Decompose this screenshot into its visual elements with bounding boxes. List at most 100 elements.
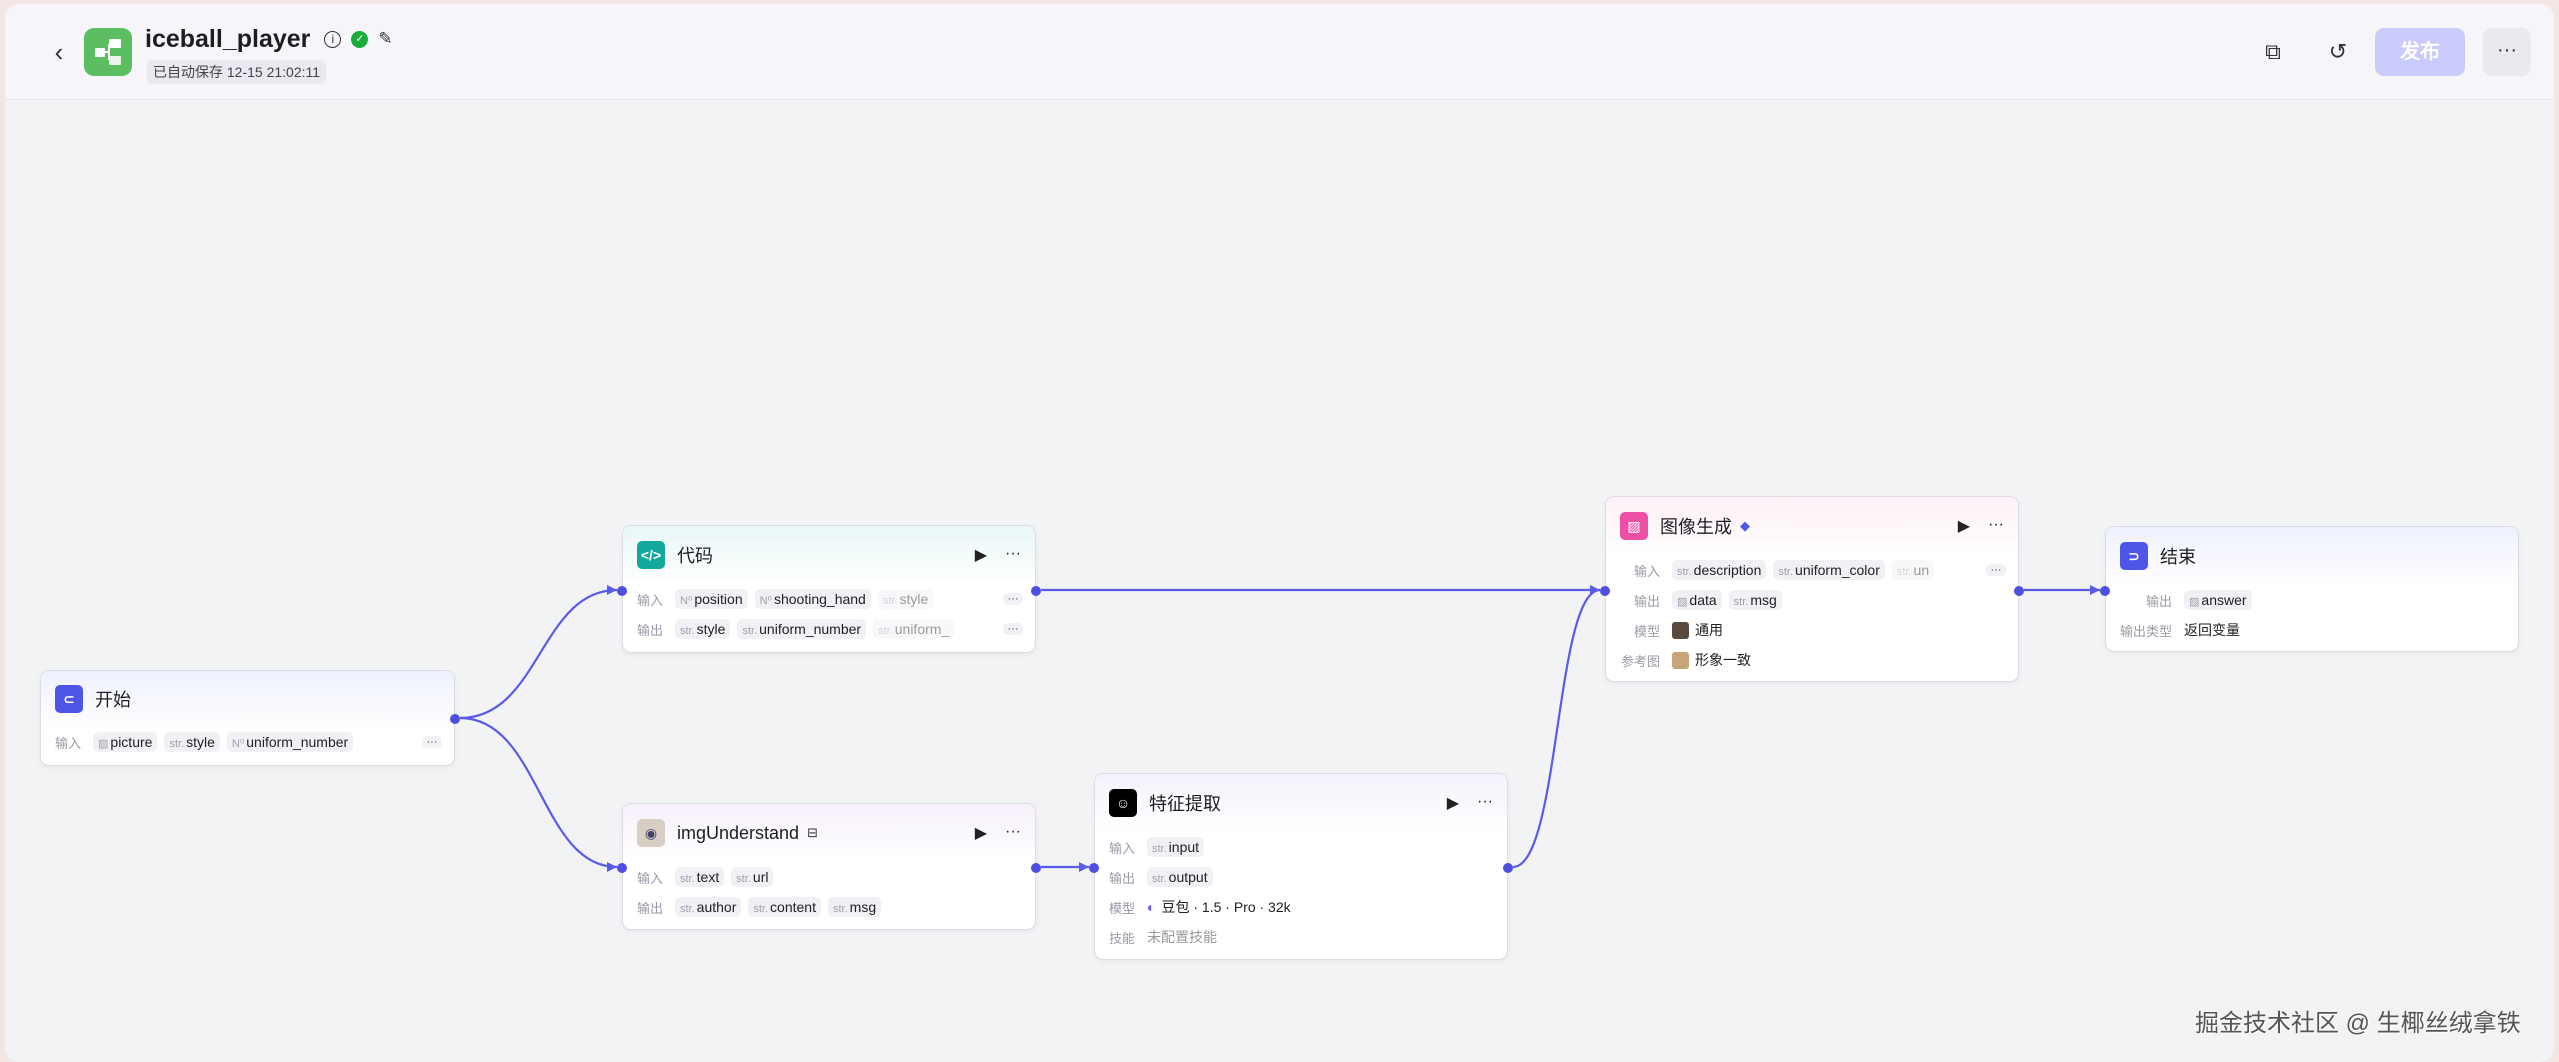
- var-tag: str.description: [1672, 560, 1767, 580]
- var-tag: str.un: [1891, 560, 1935, 580]
- output-port[interactable]: [1503, 863, 1513, 873]
- title-bar: iceball_player i ✓ ✎: [145, 24, 393, 54]
- llm-ghost-icon: ☺: [1109, 789, 1137, 817]
- output-label: 输出: [1633, 593, 1660, 609]
- workflow-title: iceball_player: [145, 25, 311, 53]
- more-icon[interactable]: ···: [1477, 793, 1493, 810]
- node-feature-extract[interactable]: ☺ 特征提取 ▶ ··· 输入 str.input 输出 str.output 模…: [1089, 773, 1513, 960]
- run-icon[interactable]: ▶: [974, 547, 988, 564]
- model-thumbnail-icon: [1672, 621, 1689, 639]
- premium-diamond-icon: ◆: [1740, 518, 1750, 533]
- node-title: 开始: [95, 690, 131, 710]
- node-end[interactable]: ⊃ 结束 输出 ▨answer 输出类型 返回变量: [2100, 526, 2519, 652]
- copy-icon[interactable]: ⧉: [2265, 39, 2281, 64]
- image-type-icon: ▨: [2189, 596, 2200, 608]
- var-tag: str.style: [164, 732, 220, 752]
- node-title: 代码: [677, 546, 713, 566]
- reference-label: 参考图: [1620, 653, 1660, 669]
- info-icon[interactable]: i: [324, 30, 342, 48]
- more-vars-button[interactable]: ···: [422, 736, 442, 748]
- more-icon[interactable]: ···: [1005, 823, 1021, 840]
- output-port[interactable]: [1031, 586, 1041, 596]
- output-label: 输出: [2145, 593, 2172, 609]
- more-vars-button[interactable]: ···: [1003, 623, 1023, 635]
- run-icon[interactable]: ▶: [974, 825, 988, 842]
- history-icon[interactable]: ↺: [2328, 39, 2348, 64]
- model-value: 豆包 · 1.5 · Pro · 32k: [1161, 899, 1291, 915]
- end-icon: ⊃: [2120, 542, 2148, 570]
- model-label: 模型: [1109, 900, 1136, 916]
- input-label: 输入: [637, 870, 664, 886]
- node-title: 结束: [2160, 547, 2196, 567]
- run-icon[interactable]: ▶: [1446, 795, 1460, 812]
- var-tag: str.output: [1147, 867, 1213, 887]
- output-label: 输出: [1109, 870, 1136, 886]
- run-icon[interactable]: ▶: [1957, 518, 1971, 535]
- var-tag: str.style: [675, 619, 731, 639]
- input-label: 输入: [1109, 840, 1136, 856]
- plugin-badge-icon: ⊟: [807, 825, 818, 840]
- arrowhead: [1590, 585, 1600, 595]
- node-title: imgUnderstand: [677, 822, 800, 843]
- var-tag: str.input: [1147, 837, 1205, 857]
- image-gen-icon: ▨: [1620, 512, 1648, 540]
- output-port[interactable]: [450, 714, 460, 724]
- var-tag: ▨answer: [2184, 590, 2252, 610]
- var-tag: ▨picture: [93, 732, 158, 752]
- more-icon[interactable]: ···: [1988, 516, 2004, 533]
- input-port[interactable]: [617, 586, 627, 596]
- input-label: 输入: [1633, 563, 1660, 579]
- output-port[interactable]: [2014, 586, 2024, 596]
- var-tag: str.uniform_color: [1773, 560, 1885, 580]
- doubao-icon: ◐: [1147, 899, 1156, 915]
- plugin-avatar-icon: ◉: [637, 819, 665, 847]
- model-label: 模型: [1633, 623, 1660, 639]
- input-port[interactable]: [617, 863, 627, 873]
- input-label: 输入: [55, 735, 82, 751]
- image-type-icon: ▨: [1677, 596, 1688, 608]
- var-tag: str.content: [748, 897, 821, 917]
- arrowhead: [1079, 862, 1089, 872]
- var-tag: str.msg: [827, 897, 882, 917]
- node-image-generate[interactable]: ▨ 图像生成 ◆ ▶ ··· 输入 str.description str.uni…: [1600, 496, 2024, 682]
- node-img-understand[interactable]: ◉ imgUnderstand ⊟ ▶··· 输入 str.text str.u…: [617, 803, 1041, 930]
- var-tag: str.uniform_: [873, 619, 955, 639]
- autosave-badge: 已自动保存 12-15 21:02:11: [147, 60, 327, 84]
- arrowhead: [607, 585, 617, 595]
- var-tag: str.text: [675, 867, 725, 887]
- skill-value: 未配置技能: [1147, 929, 1217, 945]
- output-type-value: 返回变量: [2184, 622, 2240, 638]
- more-vars-button[interactable]: ···: [1986, 564, 2006, 576]
- edge-start-img: [459, 716, 618, 869]
- var-tag: ▨data: [1672, 590, 1722, 610]
- input-label: 输入: [637, 592, 664, 608]
- edge-feat-gen: [1512, 588, 1601, 869]
- edit-icon[interactable]: ✎: [378, 29, 393, 48]
- var-tag: str.uniform_number: [737, 619, 867, 639]
- publish-button[interactable]: 发布: [2375, 28, 2465, 76]
- arrowhead: [2090, 585, 2100, 595]
- more-button[interactable]: ···: [2483, 28, 2531, 76]
- reference-thumbnail-icon: [1672, 651, 1689, 669]
- input-port[interactable]: [2100, 586, 2110, 596]
- node-title: 图像生成: [1660, 517, 1732, 537]
- edge-start-code: [459, 588, 618, 720]
- code-icon: </>: [637, 541, 665, 569]
- var-tag: str.msg: [1728, 590, 1782, 610]
- output-port[interactable]: [1031, 863, 1041, 873]
- back-chevron-icon[interactable]: ‹: [54, 37, 64, 67]
- input-port[interactable]: [1600, 586, 1610, 596]
- image-type-icon: ▨: [98, 738, 109, 750]
- output-type-label: 输出类型: [2119, 623, 2172, 639]
- node-title: 特征提取: [1149, 794, 1221, 814]
- input-port[interactable]: [1089, 863, 1099, 873]
- var-tag: str.author: [675, 897, 742, 917]
- more-vars-button[interactable]: ···: [1003, 593, 1023, 605]
- output-label: 输出: [637, 622, 664, 638]
- more-icon[interactable]: ···: [1005, 545, 1021, 562]
